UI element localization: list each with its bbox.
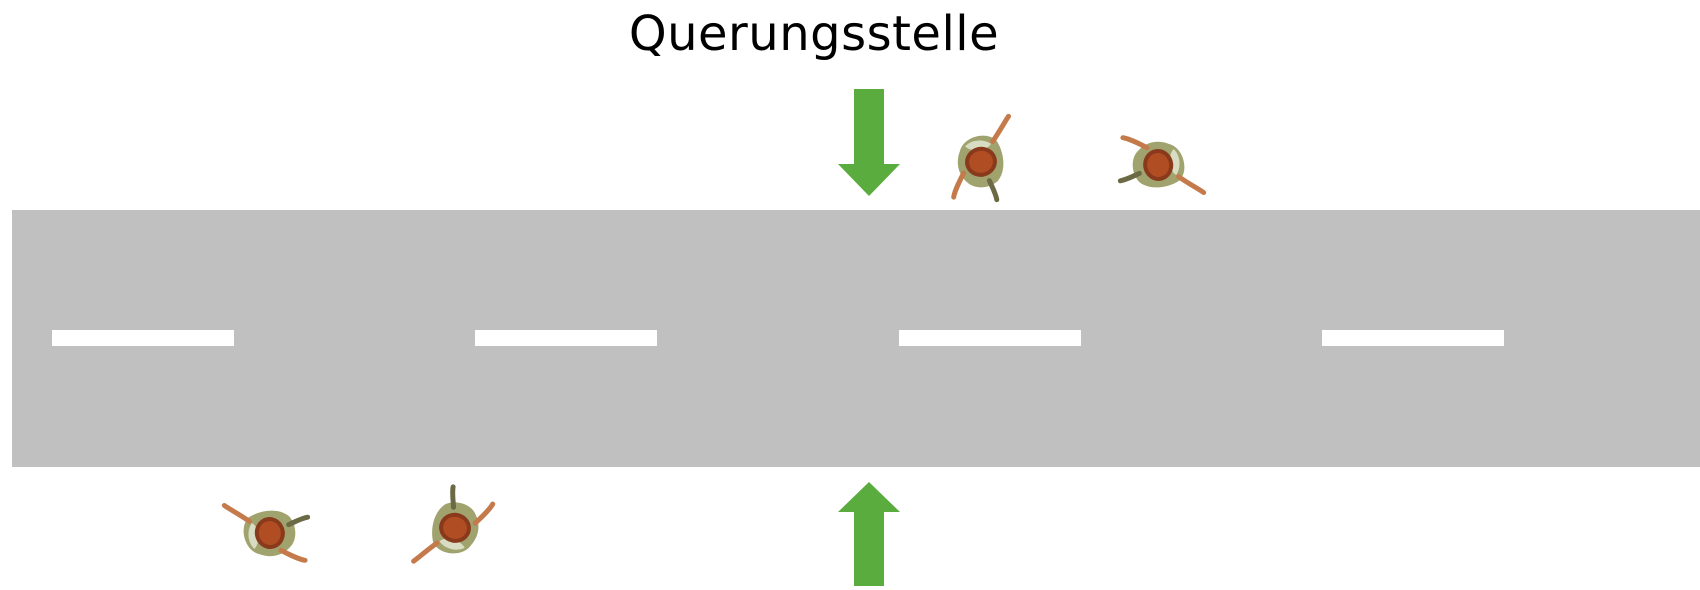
arrow-down-icon [838,89,900,196]
diagram-title: Querungsstelle [628,6,1000,62]
pedestrian-icon [214,478,325,589]
lane-marking [899,330,1081,346]
lane-marking [475,330,657,346]
lane-marking [52,330,234,346]
lane-marking [1322,330,1504,346]
pedestrian-icon [1102,108,1213,219]
pedestrian-icon [400,472,511,583]
pedestrian-icon [924,106,1035,217]
arrow-up-icon [838,482,900,586]
